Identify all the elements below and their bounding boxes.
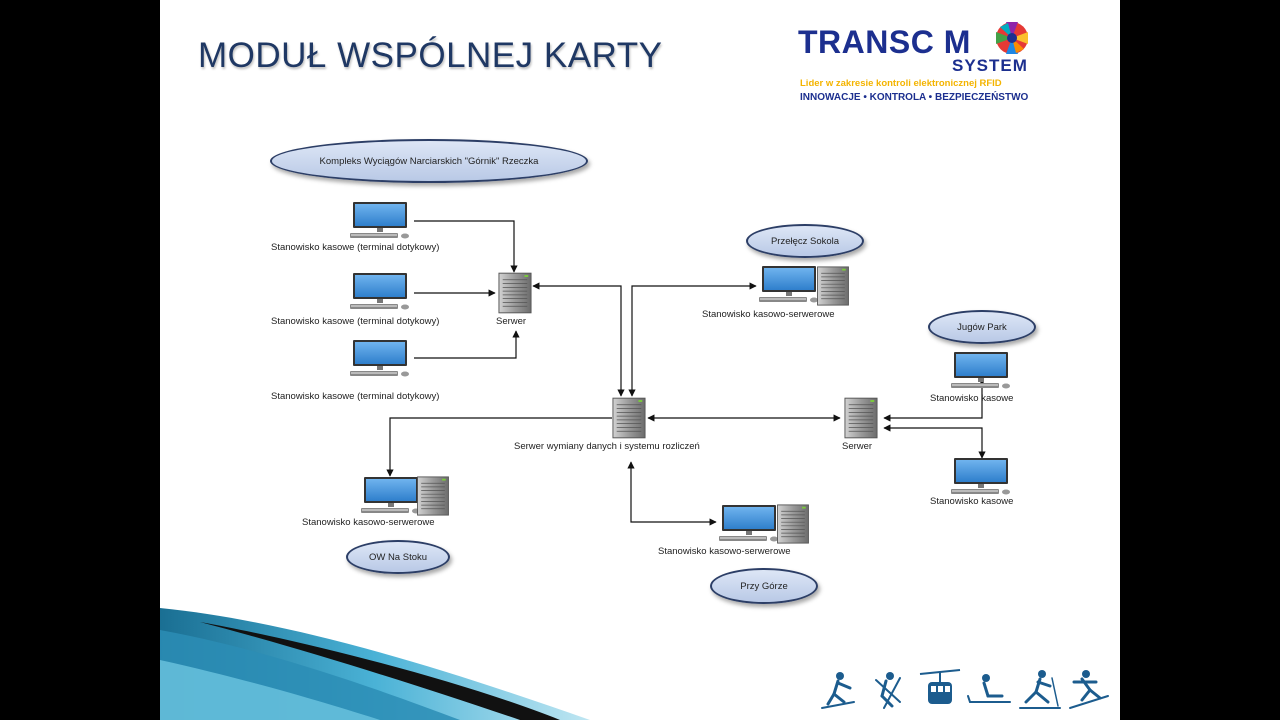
transcom-logo: TRANSC M SYSTEM Lider w zakresie kontrol…: [798, 18, 1098, 108]
link-server-central: [532, 282, 625, 397]
gorze-server-icon: [776, 504, 810, 544]
location-sokola: Przełęcz Sokola: [746, 224, 864, 258]
stoku-monitor-icon: [360, 477, 422, 515]
jugow-ws2-monitor-icon: [950, 458, 1012, 496]
location-stoku: OW Na Stoku: [346, 540, 450, 574]
logo-sub: SYSTEM: [952, 56, 1028, 75]
downhill-skier-icon: [1069, 670, 1109, 709]
connector-lines: [386, 220, 986, 526]
central-server-icon: [612, 397, 646, 439]
jugow-ws1-label: Stanowisko kasowe: [930, 393, 1014, 404]
sokola-server-icon: [816, 266, 850, 306]
cross-country-icon: [1019, 670, 1061, 709]
location-gornik: Kompleks Wyciągów Narciarskich "Górnik" …: [270, 139, 588, 183]
touch-terminal-3-monitor-icon: [349, 340, 411, 378]
link-central-stoku: [386, 417, 612, 477]
link-central-gorze: [627, 461, 717, 526]
stoku-server-icon: [416, 476, 450, 516]
stoku-workstation-label: Stanowisko kasowo-serwerowe: [302, 517, 435, 528]
sokola-workstation-label: Stanowisko kasowo-serwerowe: [702, 309, 835, 320]
sports-icons: [821, 669, 1109, 709]
location-jugow: Jugów Park: [928, 310, 1036, 344]
skier-icon: [821, 672, 855, 709]
link-server-jugow2: [883, 424, 986, 459]
jugow-ws2-label: Stanowisko kasowe: [930, 496, 1014, 507]
central-server-label: Serwer wymiany danych i systemu rozlicze…: [514, 441, 700, 452]
logo-motto: INNOWACJE • KONTROLA • BEZPIECZEŃSTWO: [800, 92, 1029, 103]
jugow-ws1-monitor-icon: [950, 352, 1012, 390]
ski-jumper-icon: [875, 672, 901, 709]
sokola-monitor-icon: [758, 266, 820, 304]
touch-terminal-3-label: Stanowisko kasowe (terminal dotykowy): [271, 391, 440, 402]
gorze-workstation-label: Stanowisko kasowo-serwerowe: [658, 546, 791, 557]
decorative-swoosh: [160, 608, 590, 720]
right-server-icon: [844, 397, 878, 439]
logo-tagline: Lider w zakresie kontroli elektronicznej…: [800, 78, 1002, 89]
touch-terminal-2-monitor-icon: [349, 273, 411, 311]
left-server-icon: [498, 272, 532, 314]
location-gorze: Przy Górze: [710, 568, 818, 604]
slide-title: MODUŁ WSPÓLNEJ KARTY: [198, 36, 663, 75]
link-touch1-server: [414, 220, 518, 273]
touch-terminal-1-label: Stanowisko kasowe (terminal dotykowy): [271, 242, 440, 253]
sled-icon: [967, 674, 1011, 703]
link-sokola-central: [628, 282, 757, 397]
left-server-label: Serwer: [496, 316, 527, 327]
touch-terminal-1-monitor-icon: [349, 202, 411, 240]
link-touch3-server: [414, 330, 520, 359]
logo-burst-icon: [996, 22, 1028, 54]
link-server-jugow1: [883, 379, 986, 422]
logo-brand: TRANSC M: [798, 24, 971, 60]
cable-car-icon: [919, 669, 961, 704]
gorze-monitor-icon: [718, 505, 780, 543]
touch-terminal-2-label: Stanowisko kasowe (terminal dotykowy): [271, 316, 440, 327]
right-server-label: Serwer: [842, 441, 873, 452]
slide: MODUŁ WSPÓLNEJ KARTY TRANSC M SYSTEM Lid…: [160, 0, 1120, 720]
